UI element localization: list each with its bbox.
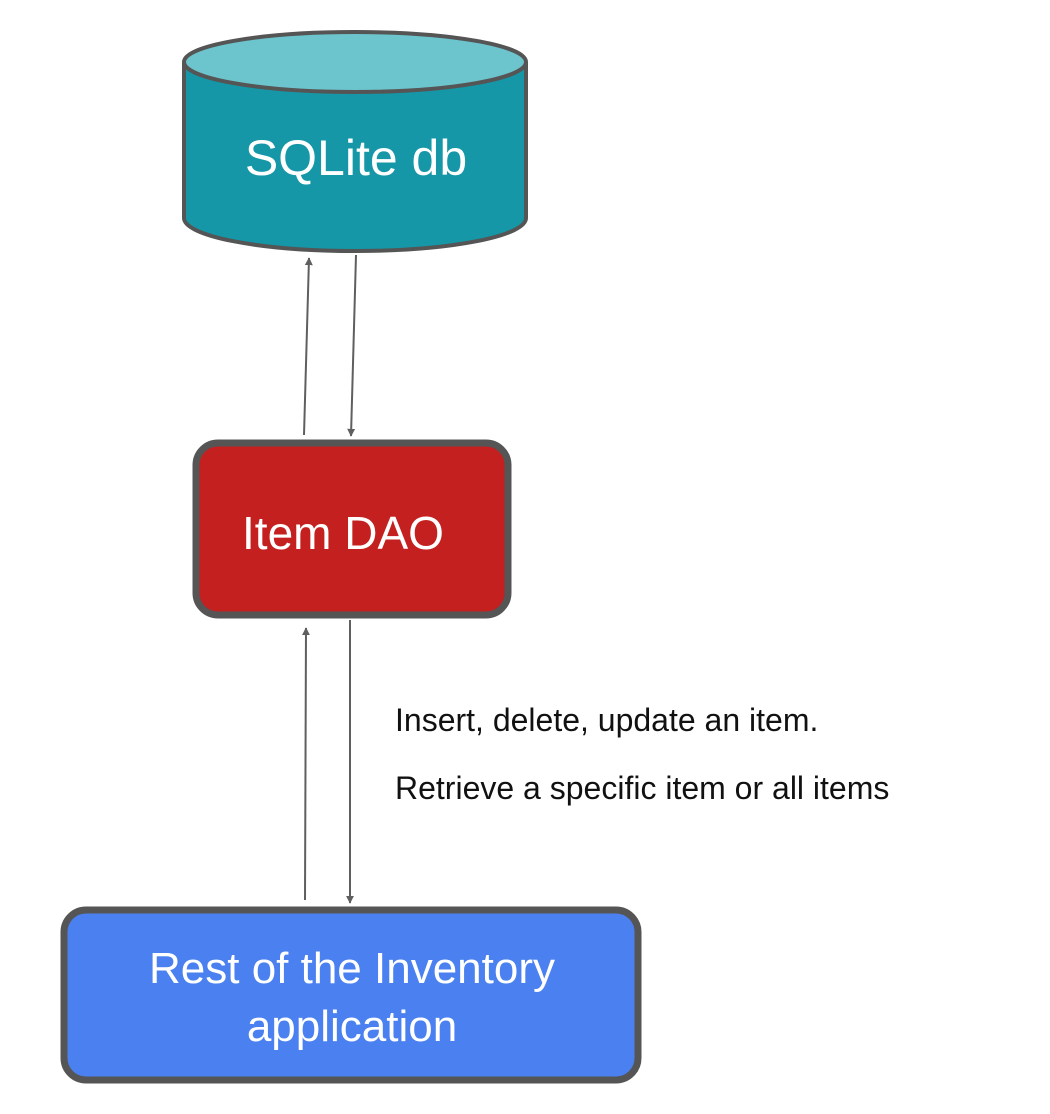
item-dao-label: Item DAO <box>242 507 444 559</box>
operations-annotation-line-2: Retrieve a specific item or all items <box>395 770 890 806</box>
arrow-dao-to-db <box>303 257 313 436</box>
database-cylinder-body <box>182 62 528 253</box>
inventory-app-box <box>60 906 642 1084</box>
operations-annotation-line-1: Insert, delete, update an item. <box>395 702 819 738</box>
inventory-app-label-line2: application <box>247 1002 457 1051</box>
arrow-db-to-dao <box>347 254 357 437</box>
sqlite-database-node: SQLite db <box>182 30 528 253</box>
arrow-app-to-dao <box>301 627 310 901</box>
inventory-app-label-line1: Rest of the Inventory <box>149 944 555 993</box>
inventory-app-node: Rest of the Inventory application <box>60 906 642 1084</box>
database-label: SQLite db <box>245 130 467 186</box>
item-dao-box <box>192 439 512 619</box>
database-cylinder-top <box>182 30 528 94</box>
item-dao-node: Item DAO <box>192 439 512 619</box>
